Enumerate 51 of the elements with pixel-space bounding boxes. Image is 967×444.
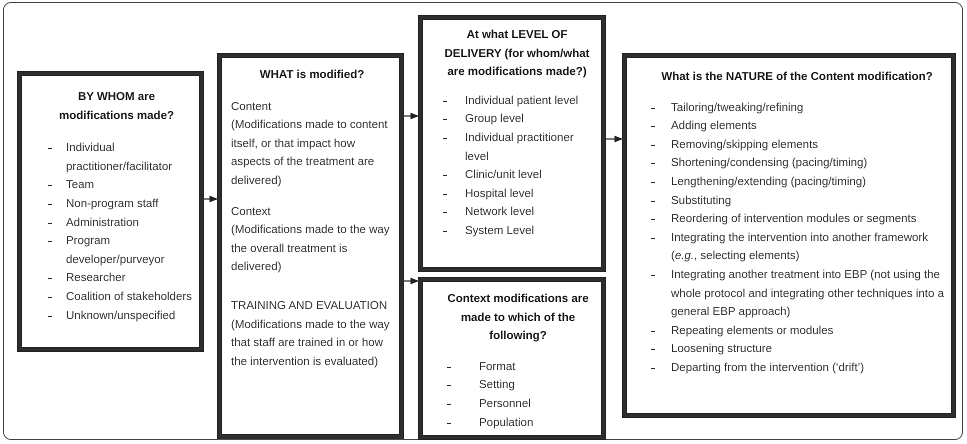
list-item: Shortening/condensing (pacing/timing) bbox=[647, 154, 947, 173]
body-text: (Modifications made to the way the overall treatment is delivered) bbox=[231, 223, 391, 276]
arrow bbox=[606, 136, 623, 142]
arrow bbox=[404, 112, 419, 120]
list-item: Non-program staff bbox=[40, 194, 193, 214]
body-text: TRAINING AND EVALUATION bbox=[231, 298, 388, 314]
list-item: Tailoring/tweaking/refining bbox=[647, 98, 947, 118]
arrow bbox=[404, 278, 419, 284]
list-item: Clinic/unit level bbox=[439, 166, 595, 185]
list-item: Format bbox=[441, 358, 595, 376]
list-item: Departing from the intervention (‘drift’) bbox=[647, 358, 947, 378]
list-item: Lengthening/extending (pacing/timing) bbox=[647, 172, 947, 192]
list-item: Personnel bbox=[441, 394, 595, 414]
list-item: Substituting bbox=[647, 192, 947, 210]
body-text: Content bbox=[231, 100, 272, 115]
list-item: Removing/skipping elements bbox=[647, 136, 947, 154]
text-box bbox=[418, 277, 606, 440]
list-item: Setting bbox=[441, 376, 595, 395]
box-heading: What is the NATURE of the Content modification? bbox=[660, 70, 934, 85]
box-heading: BY WHOM are modifications made? bbox=[58, 90, 176, 124]
body-text: (Modifications made to the way that staff are trained in or how the intervention is evaluated) bbox=[231, 318, 391, 370]
list-item: Researcher bbox=[40, 269, 193, 288]
text-box bbox=[622, 53, 956, 418]
list-item: Team bbox=[40, 176, 193, 195]
body-text: (Modifications made to content itself, or that impact how aspects of the treatment are delivered) bbox=[231, 118, 389, 189]
list-item: Group level bbox=[439, 110, 595, 129]
list-item: Individual patient level bbox=[439, 92, 595, 110]
text-box bbox=[217, 53, 404, 439]
list-item: Hospital level bbox=[439, 184, 595, 204]
list-item: System Level bbox=[439, 222, 595, 241]
list-item: Integrating another treatment into EBP (not using the whole protocol and integrating other techniques into a general EBP approach) bbox=[647, 266, 947, 322]
list-item: Unknown/unspecified bbox=[40, 306, 193, 326]
list-item: Integrating the intervention into another framework (e.g., selecting elements) bbox=[647, 228, 947, 266]
list-item: Population bbox=[441, 414, 595, 432]
list-item: Adding elements bbox=[647, 117, 947, 136]
text-box bbox=[17, 71, 204, 352]
list-item: Administration bbox=[40, 214, 193, 232]
list-item: Loosening structure bbox=[647, 340, 947, 359]
list-item: Network level bbox=[439, 203, 595, 222]
box-heading: WHAT is modified? bbox=[258, 68, 366, 83]
list-item: Individual practitioner level bbox=[439, 128, 595, 166]
list-item: Coalition of stakeholders bbox=[40, 288, 193, 307]
box-heading: Context modifications are made to which of the following? bbox=[446, 292, 590, 344]
list-item: Repeating elements or modules bbox=[647, 322, 947, 340]
body-text: Context bbox=[231, 204, 272, 220]
arrow bbox=[204, 196, 218, 202]
list-item: Reordering of intervention modules or segments bbox=[647, 210, 947, 229]
text-box bbox=[418, 15, 606, 272]
list-item: Individual practitioner/facilitator bbox=[40, 139, 193, 176]
box-heading: At what LEVEL OF DELIVERY (for whom/what are modifications made?) bbox=[443, 28, 591, 80]
list-item: Program developer/purveyor bbox=[40, 232, 193, 270]
